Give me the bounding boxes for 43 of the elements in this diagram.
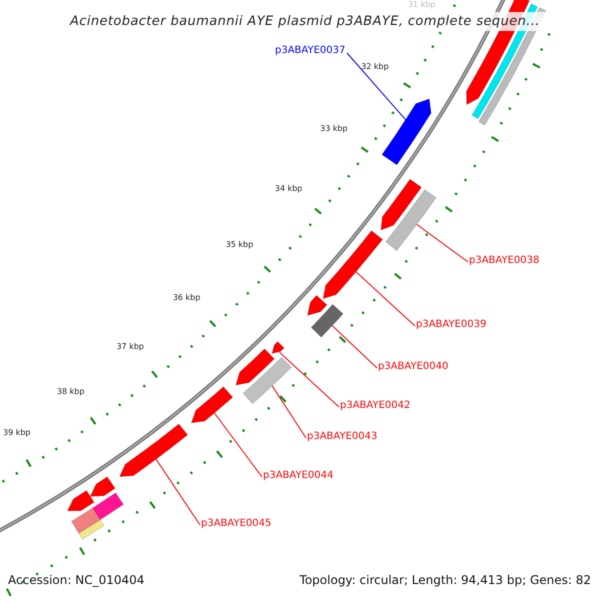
- scale-label: 33 kbp: [320, 124, 348, 134]
- leader-line: [355, 271, 416, 326]
- gene-label: p3ABAYE0039: [416, 319, 486, 330]
- leader-line: [279, 352, 340, 408]
- gene-label: p3ABAYE0045: [201, 518, 272, 529]
- leader-line: [156, 458, 200, 526]
- scale-label: 35 kbp: [226, 240, 254, 250]
- feature-bar: [90, 492, 124, 522]
- gene-feature: [381, 98, 432, 166]
- feature-bar: [385, 189, 437, 252]
- gene-feature: [380, 178, 422, 231]
- gene-label: p3ABAYE0038: [469, 255, 540, 266]
- scale-label: 34 kbp: [274, 184, 302, 193]
- gene-label: p3ABAYE0043: [307, 431, 378, 442]
- gene-label: p3ABAYE0044: [263, 470, 334, 481]
- gene-feature: [190, 386, 234, 424]
- leader-line: [416, 224, 468, 262]
- feature-bar: [70, 507, 101, 534]
- gene-feature: [271, 341, 285, 354]
- scale-label: 32 kbp: [361, 62, 389, 72]
- scale-label: 38 kbp: [56, 387, 84, 396]
- feature-bar: [78, 519, 105, 540]
- leader-line: [272, 385, 306, 438]
- feature-bar: [242, 356, 292, 404]
- feature-bar: [310, 304, 344, 338]
- scale-label: 36 kbp: [172, 293, 200, 302]
- scale-label: 39 kbp: [3, 428, 31, 438]
- scale-label: 31 kbp: [408, 0, 436, 9]
- leader-line: [346, 52, 406, 120]
- gene-feature: [306, 294, 328, 316]
- accession-text: Accession: NC_010404: [8, 573, 144, 587]
- summary-text: Topology: circular; Length: 94,413 bp; Genes: 82: [300, 573, 591, 587]
- leader-line: [332, 325, 378, 368]
- gene-feature: [119, 423, 188, 478]
- gene-feature: [66, 490, 95, 512]
- gene-feature: [322, 230, 384, 300]
- leader-line: [214, 412, 262, 478]
- gene-feature: [235, 348, 275, 386]
- scale-label: 37 kbp: [116, 342, 144, 352]
- gene-feature: [90, 476, 116, 497]
- gene-label: p3ABAYE0040: [378, 361, 448, 372]
- gene-label: p3ABAYE0042: [340, 400, 410, 411]
- gene-label: p3ABAYE0037: [275, 45, 346, 56]
